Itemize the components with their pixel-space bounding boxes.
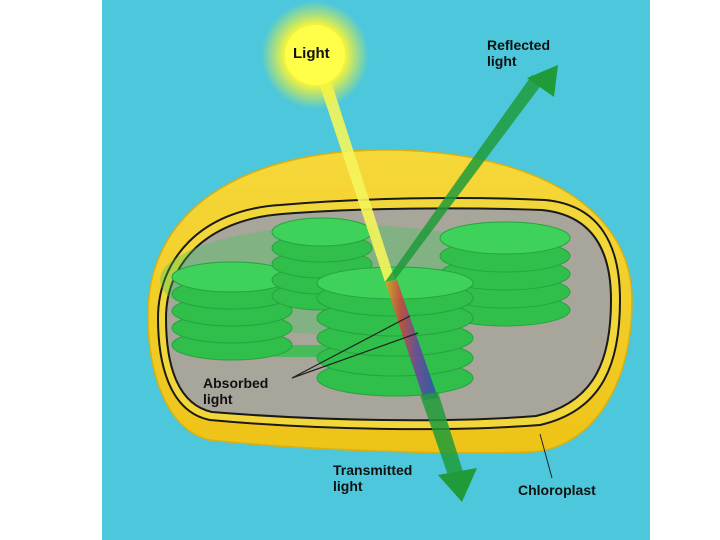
chloroplast-label: Chloroplast <box>518 482 596 498</box>
transmitted-label-line2: light <box>333 478 412 494</box>
transmitted-light-label: Transmitted light <box>333 462 412 494</box>
transmitted-label-line1: Transmitted <box>333 462 412 478</box>
absorbed-light-label: Absorbed light <box>203 375 268 407</box>
absorbed-label-line1: Absorbed <box>203 375 268 391</box>
light-label: Light <box>293 46 330 62</box>
reflected-label-line1: Reflected <box>487 37 550 53</box>
absorbed-label-line2: light <box>203 391 268 407</box>
reflected-light-label: Reflected light <box>487 37 550 69</box>
reflected-label-line2: light <box>487 53 550 69</box>
